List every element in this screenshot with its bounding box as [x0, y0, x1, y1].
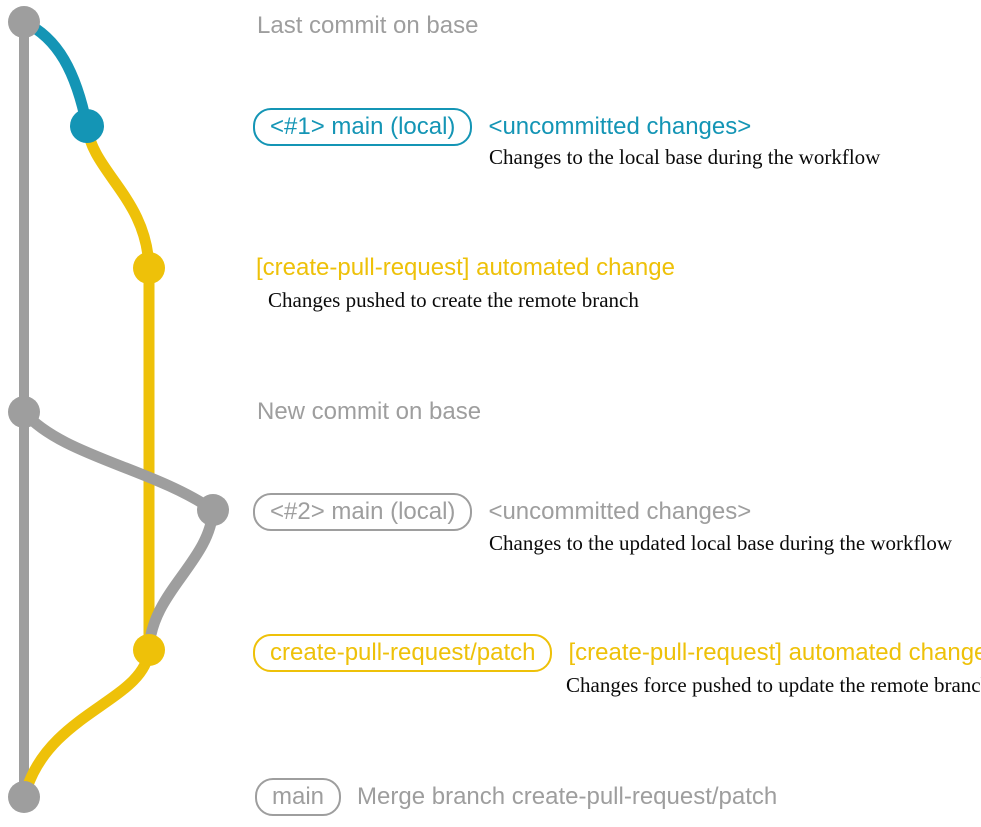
commit-dot-new-base	[8, 396, 40, 428]
local-main-2-row: <#2> main (local) <uncommitted changes>	[253, 493, 752, 532]
branch-badge-main-local-2: <#2> main (local)	[253, 493, 473, 532]
commit-dot-cpr-2	[133, 634, 165, 666]
branch-badge-main-local-1: <#1> main (local)	[253, 108, 473, 147]
commit-dot-local-main-1	[70, 109, 104, 143]
updated-local-main-branch-line	[18, 406, 219, 656]
commit-dot-last-base	[8, 6, 40, 38]
last-commit-row: Last commit on base	[257, 12, 478, 41]
commit-dot-cpr-1	[133, 252, 165, 284]
automated-change-label-2: [create-pull-request] automated change	[568, 638, 981, 666]
uncommitted-changes-label-1: <uncommitted changes>	[488, 112, 752, 140]
uncommitted-changes-label-2: <uncommitted changes>	[488, 497, 752, 525]
merge-commit-label: Merge branch create-pull-request/patch	[357, 782, 778, 810]
automated-change-label-1: [create-pull-request] automated change	[256, 254, 675, 281]
commit-dot-merge	[8, 781, 40, 813]
local-main-1-note: Changes to the local base during the wor…	[489, 145, 881, 169]
branch-badge-main: main	[255, 778, 342, 817]
cpr-commit-2-row: create-pull-request/patch [create-pull-r…	[253, 634, 981, 673]
new-commit-label: New commit on base	[257, 398, 482, 425]
new-commit-row: New commit on base	[257, 398, 481, 427]
merge-commit-row: main Merge branch create-pull-request/pa…	[255, 778, 778, 817]
branch-badge-create-pull-request-patch: create-pull-request/patch	[253, 634, 553, 673]
last-commit-label: Last commit on base	[257, 12, 479, 39]
cpr-commit-1-row: [create-pull-request] automated change	[256, 254, 675, 283]
local-main-branch-line	[18, 16, 93, 132]
local-main-1-row: <#1> main (local) <uncommitted changes>	[253, 108, 752, 147]
cpr-commit-1-note: Changes pushed to create the remote bran…	[268, 288, 639, 312]
commit-dot-local-main-2	[197, 494, 229, 526]
local-main-2-note: Changes to the updated local base during…	[489, 531, 953, 555]
cpr-commit-2-note: Changes force pushed to update the remot…	[566, 673, 981, 697]
